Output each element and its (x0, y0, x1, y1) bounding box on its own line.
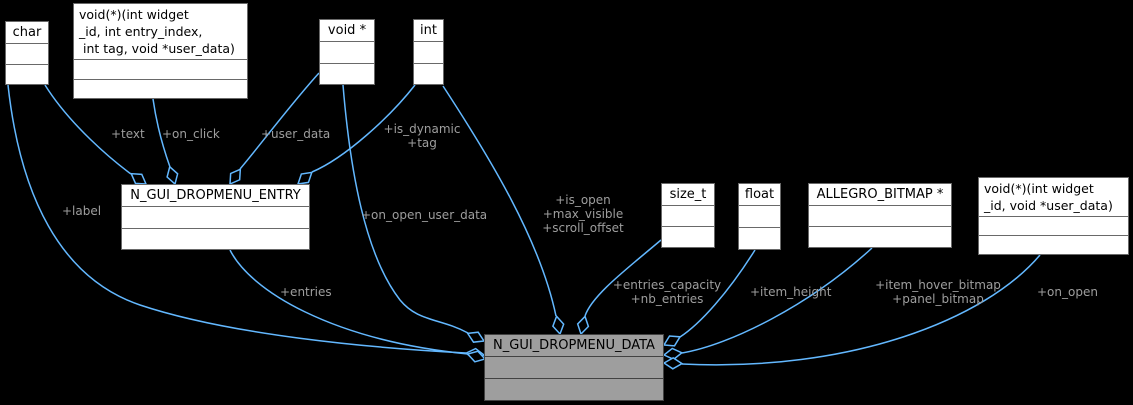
attributes-compartment (122, 206, 309, 228)
class-name: void(*)(int widget _id, void *user_data) (984, 181, 1113, 213)
class-node-size-t: size_t (661, 183, 715, 248)
attributes-compartment (320, 41, 374, 63)
class-node-void-pointer: void * (319, 19, 375, 85)
edge-entries (229, 249, 469, 355)
attributes-compartment (414, 41, 443, 63)
operations-compartment (662, 226, 714, 247)
edge-item-hover-bitmap (681, 247, 873, 354)
edge-label-edge (7, 84, 467, 354)
operations-compartment (979, 235, 1128, 254)
attributes-compartment (6, 43, 48, 64)
edge-on-open-user-data (342, 84, 469, 334)
attributes-compartment (485, 356, 663, 378)
class-node-on-open-callback: void(*)(int widget _id, void *user_data) (978, 177, 1129, 255)
edge-label-is-open-max-visible-scroll-offset: +is_open +max_visible +scroll_offset (542, 193, 624, 235)
operations-compartment (6, 63, 48, 85)
operations-compartment (74, 78, 247, 99)
edge-label-label: +label (62, 204, 102, 218)
class-node-char: char (5, 21, 49, 85)
class-name[interactable]: N_GUI_DROPMENU_ENTRY (130, 188, 301, 203)
aggregation-diamond (130, 172, 148, 185)
aggregation-diamond (576, 315, 590, 336)
operations-compartment (739, 227, 780, 249)
edge-label-entries: +entries (280, 285, 332, 299)
edge-label-item-hover-bitmap-panel-bitmap: +item_hover_bitmap +panel_bitmap (875, 278, 1001, 306)
class-name[interactable]: N_GUI_DROPMENU_DATA (493, 338, 655, 353)
class-name: void * (327, 23, 367, 38)
aggregation-diamond (662, 335, 682, 347)
edge-label-on-click: +on_click (162, 127, 220, 141)
attributes-compartment (739, 205, 780, 227)
class-node-float: float (738, 183, 781, 250)
edge-is-open (442, 85, 557, 317)
operations-compartment (809, 226, 951, 247)
operations-compartment (122, 227, 309, 250)
edge-label-on-open-user-data: +on_open_user_data (361, 208, 488, 222)
class-node-on-click-callback: void(*)(int widget _id, int entry_index,… (73, 3, 248, 99)
class-name: size_t (669, 187, 707, 202)
edge-label-user-data: +user_data (261, 127, 331, 141)
edge-on-click (152, 98, 171, 168)
edge-label-is-dynamic-tag: +is_dynamic +tag (383, 122, 461, 150)
edge-label-item-height: +item_height (750, 285, 832, 299)
aggregation-diamond (466, 350, 487, 363)
class-node-int: int (413, 19, 444, 85)
edge-is-dynamic-tag (311, 84, 416, 173)
aggregation-diamond (662, 356, 684, 370)
aggregation-diamond (229, 168, 242, 186)
edge-user-data (239, 72, 320, 170)
aggregation-diamond (466, 331, 486, 343)
attributes-compartment (979, 216, 1128, 235)
class-name: int (420, 23, 437, 38)
edge-label-text: +text (111, 127, 145, 141)
class-node-n-gui-dropmenu-data[interactable]: N_GUI_DROPMENU_DATA (484, 334, 664, 401)
class-name: char (12, 25, 42, 40)
aggregation-diamond (296, 171, 313, 185)
edge-on-open (681, 254, 1041, 366)
operations-compartment (414, 62, 443, 85)
aggregation-diamond (166, 165, 179, 186)
attributes-compartment (74, 59, 247, 79)
operations-compartment (320, 62, 374, 85)
edge-label-on-open: +on_open (1037, 285, 1098, 299)
class-name: void(*)(int widget _id, int entry_index,… (79, 7, 235, 56)
edge-text (44, 84, 132, 175)
class-name: ALLEGRO_BITMAP * (816, 187, 944, 202)
edge-entries-capacity (584, 239, 662, 317)
class-node-allegro-bitmap: ALLEGRO_BITMAP * (808, 183, 952, 248)
edge-label-entries-capacity-nb-entries: +entries_capacity +nb_entries (612, 278, 722, 306)
aggregation-diamond (662, 347, 684, 361)
class-name: float (744, 187, 775, 202)
aggregation-diamond (552, 314, 565, 336)
attributes-compartment (809, 205, 951, 226)
attributes-compartment (662, 205, 714, 226)
class-node-n-gui-dropmenu-entry[interactable]: N_GUI_DROPMENU_ENTRY (121, 184, 310, 250)
operations-compartment (485, 378, 663, 400)
edge-item-height (679, 249, 756, 338)
